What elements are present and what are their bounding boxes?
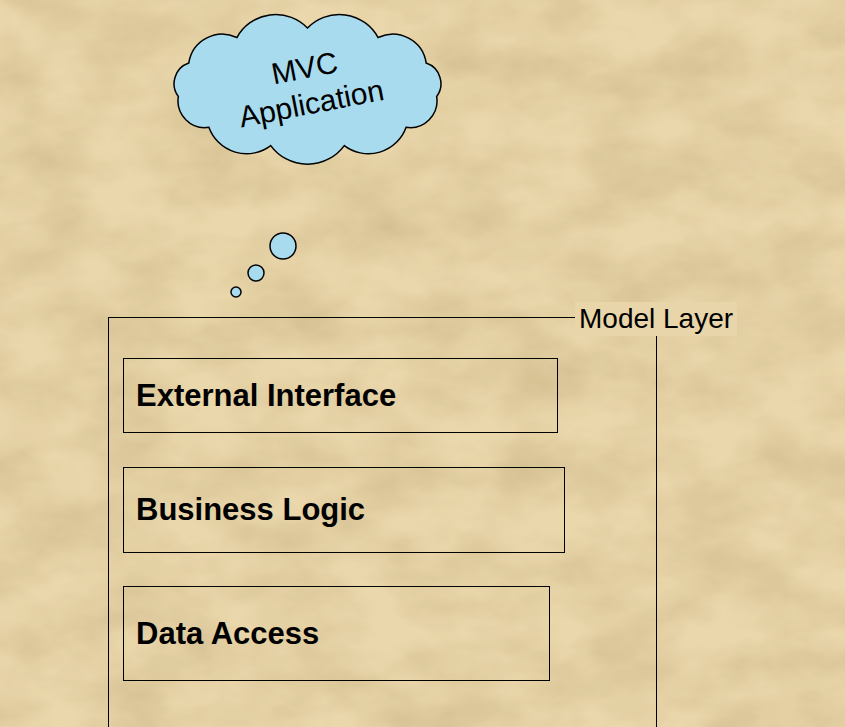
cloud-shape xyxy=(174,14,441,164)
layer-heading: Model Layer xyxy=(575,302,737,336)
thought-bubble xyxy=(270,233,296,259)
component-box: Data Access xyxy=(123,586,550,681)
thought-bubble xyxy=(248,265,264,281)
component-label: Business Logic xyxy=(136,491,552,529)
thought-cloud: MVC Application xyxy=(155,8,460,168)
component-label: Data Access xyxy=(136,615,537,653)
thought-bubble xyxy=(231,287,241,297)
component-box: External Interface xyxy=(123,358,558,433)
component-box: Business Logic xyxy=(123,467,565,553)
layer-box: Model LayerExternal InterfaceBusiness Lo… xyxy=(108,317,657,727)
component-label: External Interface xyxy=(136,377,545,415)
